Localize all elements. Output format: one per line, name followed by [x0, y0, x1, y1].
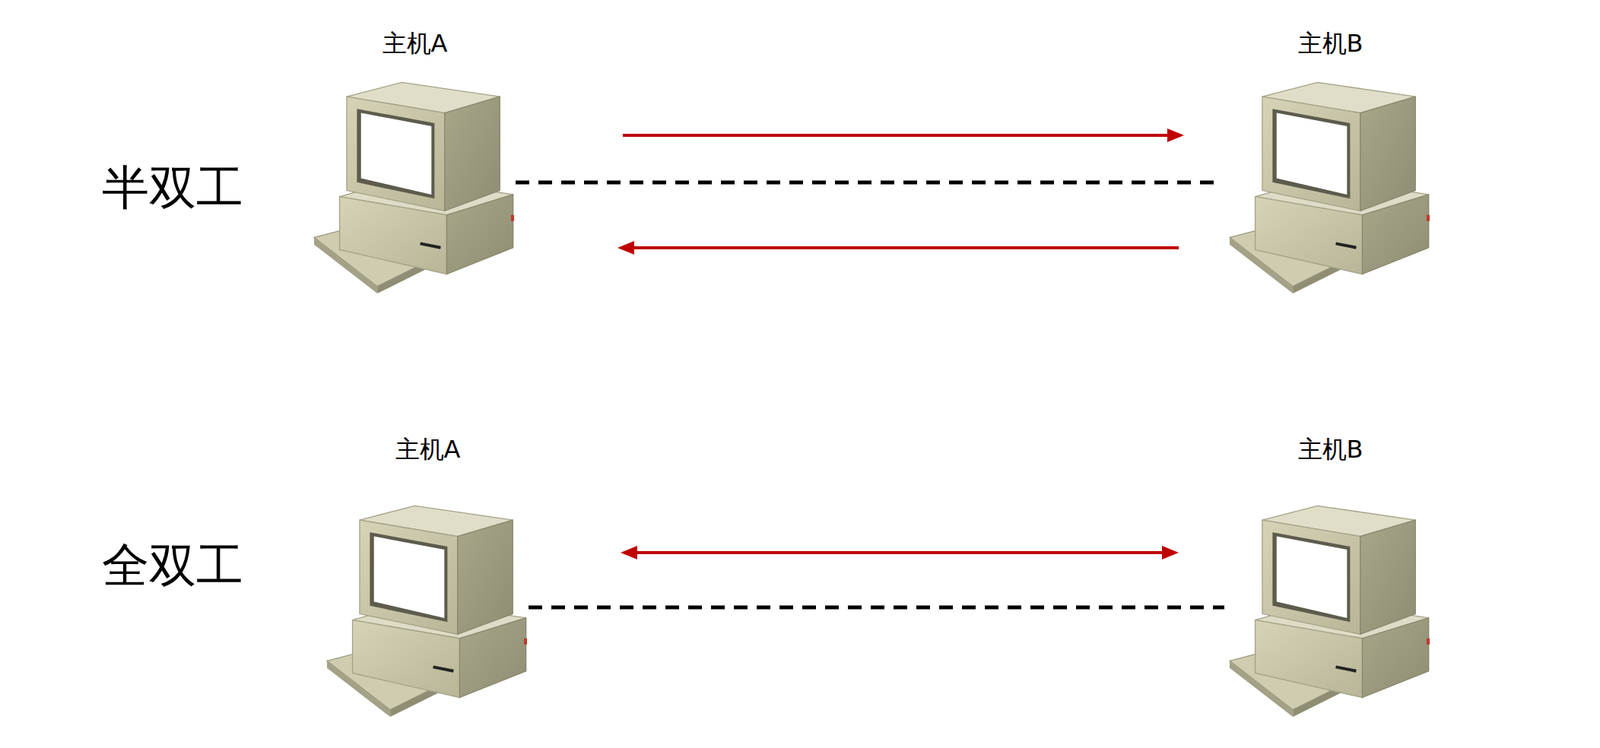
connector-line [634, 551, 1166, 555]
mode-label: 全双工 [101, 539, 244, 593]
computer-icon [326, 505, 527, 718]
arrow-head [617, 241, 635, 255]
host-computer: 主机A [326, 434, 529, 715]
host-computer: 主机B [1229, 434, 1432, 715]
arrow-head [1167, 128, 1185, 143]
host-computer: 主机B [1229, 28, 1432, 289]
data-arrow [617, 241, 1179, 255]
link-line [515, 182, 1215, 184]
data-arrow [622, 128, 1185, 143]
computer-icon [1229, 82, 1430, 294]
connector-line [515, 180, 1215, 185]
connector-line [631, 246, 1179, 250]
host-label: 主机A [326, 434, 529, 464]
mode-label: 半双工 [101, 161, 244, 215]
data-arrow [620, 546, 1179, 560]
host-computer: 主机A [314, 28, 516, 289]
computer-icon [1229, 505, 1430, 718]
arrow-head [1161, 546, 1179, 560]
computer-icon [314, 82, 515, 294]
host-label: 主机B [1229, 28, 1432, 58]
connector-line [622, 133, 1171, 137]
connector-line [528, 606, 1225, 610]
arrow-head [620, 546, 638, 560]
host-label: 主机A [314, 28, 516, 58]
link-line [528, 607, 1225, 609]
host-label: 主机B [1229, 434, 1432, 464]
